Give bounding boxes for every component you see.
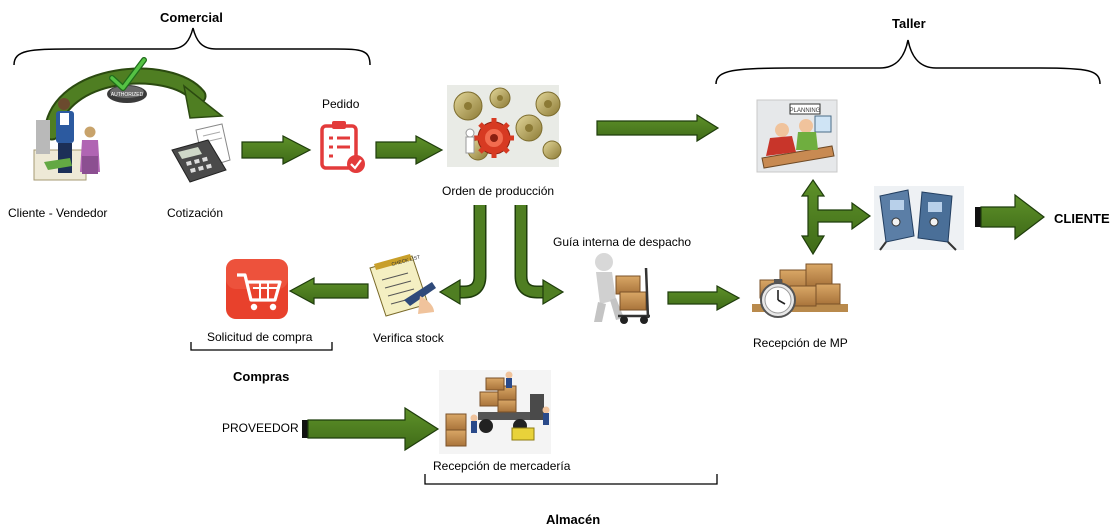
arrow-to-cliente: [975, 193, 1045, 241]
checklist-icon: CHECK LIST: [369, 254, 436, 317]
seal-text: AUTHORIZED: [111, 92, 144, 98]
node-label-pedido: Pedido: [322, 97, 360, 111]
shopping-cart-icon: [226, 259, 288, 319]
node-label-recepcion-mp: Recepción de MP: [753, 336, 848, 350]
curved-arrow-icon: [43, 67, 225, 141]
node-label-guia-despacho: Guía interna de despacho: [553, 235, 692, 249]
planning-sign-text: PLANNING: [790, 108, 821, 114]
boxes-stopwatch-icon: [752, 263, 848, 318]
almacen-brace: [424, 474, 718, 485]
node-label-orden-produccion: Orden de producción: [442, 184, 555, 198]
hand-truck-icon: [594, 253, 650, 324]
taller-brace: [715, 39, 1101, 85]
arrow-orden-to-verifica: [438, 205, 487, 306]
clipboard-check-icon: [320, 121, 365, 173]
people-counter-icon: [33, 98, 100, 181]
node-label-cliente: CLIENTE: [1054, 211, 1110, 226]
arrow-orden-to-taller: [596, 113, 720, 143]
arrow-proveedor-to-almacen: [302, 406, 440, 452]
node-label-recepcion-mercaderia: Recepción de mercadería: [433, 459, 571, 473]
group-label-compras: Compras: [233, 369, 290, 384]
arrow-pedido-to-orden: [375, 134, 444, 166]
node-label-solicitud-compra: Solicitud de compra: [207, 330, 313, 344]
group-label-taller: Taller: [892, 16, 926, 31]
three-way-arrow: [800, 178, 872, 256]
comercial-brace: [13, 27, 371, 66]
machines-icon: [874, 186, 964, 251]
group-label-almacen: Almacén: [546, 512, 601, 527]
gears-icon: [447, 85, 562, 167]
forklift-cargo-icon: [439, 370, 551, 454]
node-label-verifica-stock: Verifica stock: [373, 331, 444, 345]
arrow-guia-to-recepcion: [667, 284, 741, 312]
group-label-comercial: Comercial: [160, 10, 223, 25]
node-label-cotizacion: Cotización: [167, 206, 224, 220]
node-label-proveedor: PROVEEDOR: [222, 421, 299, 435]
arrow-orden-to-guia: [514, 205, 565, 306]
arrow-cotizacion-to-pedido: [241, 135, 312, 165]
calculator-icon: [171, 123, 231, 183]
arrow-verifica-to-solicitud: [288, 276, 369, 306]
authorized-seal-icon: AUTHORIZED: [107, 57, 147, 103]
node-label-cliente-vendedor: Cliente - Vendedor: [8, 206, 108, 220]
compras-brace: [190, 342, 333, 351]
planning-desk-icon: PLANNING: [756, 99, 838, 173]
